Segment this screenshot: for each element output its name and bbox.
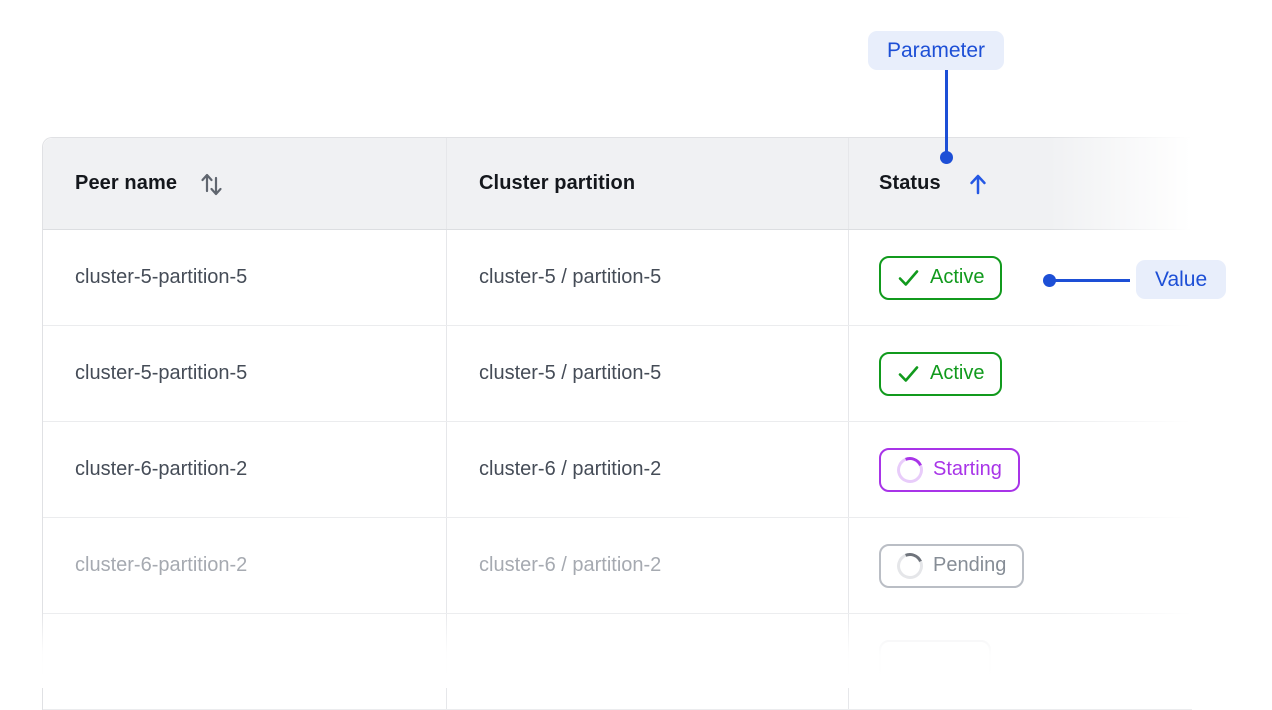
status-cell: Active	[849, 230, 1192, 325]
status-badge-ghost	[879, 639, 991, 684]
cluster-partition-header-label: Cluster partition	[479, 172, 636, 194]
parameter-connector-line	[945, 70, 948, 153]
peer-name-cell: cluster-6-partition-2	[43, 518, 447, 613]
status-cell: Starting	[849, 422, 1192, 517]
status-badge-starting: Starting	[879, 447, 1020, 492]
status-badge-active: Active	[879, 255, 1003, 300]
status-cell: Active	[849, 326, 1192, 421]
peer-name-cell	[43, 614, 447, 709]
table-row	[43, 614, 1192, 710]
check-icon	[897, 268, 920, 288]
peer-name-cell: cluster-6-partition-2	[43, 422, 447, 517]
status-cell	[849, 614, 1192, 709]
sort-updown-icon[interactable]	[199, 170, 224, 198]
parameter-connector-dot	[940, 151, 953, 164]
status-badge-label: Starting	[933, 458, 1002, 480]
column-header-cluster-partition[interactable]: Cluster partition	[447, 138, 849, 229]
status-badge-active: Active	[879, 351, 1003, 396]
status-badge-pending: Pending	[879, 543, 1025, 588]
parameter-annotation-pill: Parameter	[868, 31, 1005, 70]
status-header-label: Status	[879, 172, 941, 194]
cluster-partition-cell: cluster-6 / partition-2	[447, 422, 849, 517]
table-row[interactable]: cluster-5-partition-5 cluster-5 / partit…	[43, 230, 1192, 326]
table-row[interactable]: cluster-6-partition-2 cluster-6 / partit…	[43, 518, 1192, 614]
status-badge-label: Active	[930, 362, 985, 384]
peers-table: Peer name Cluster partition Status clust…	[42, 137, 1192, 710]
column-header-status[interactable]: Status	[849, 138, 1192, 229]
peer-name-header-label: Peer name	[75, 172, 178, 194]
check-icon	[897, 364, 920, 384]
cluster-partition-cell: cluster-5 / partition-5	[447, 230, 849, 325]
table-row[interactable]: cluster-5-partition-5 cluster-5 / partit…	[43, 326, 1192, 422]
status-cell: Pending	[849, 518, 1192, 613]
value-connector-line	[1049, 279, 1130, 282]
column-header-peer-name[interactable]: Peer name	[43, 138, 447, 229]
spinner-icon	[893, 452, 927, 487]
peer-name-cell: cluster-5-partition-5	[43, 326, 447, 421]
value-annotation-pill: Value	[1136, 260, 1227, 299]
cluster-partition-cell: cluster-6 / partition-2	[447, 518, 849, 613]
cluster-partition-cell	[447, 614, 849, 709]
spinner-icon	[893, 548, 927, 583]
sort-ascending-arrow-up-icon[interactable]	[967, 172, 989, 196]
status-badge-label: Active	[930, 266, 985, 288]
status-badge-label: Pending	[933, 554, 1007, 576]
cluster-partition-cell: cluster-5 / partition-5	[447, 326, 849, 421]
peer-name-cell: cluster-5-partition-5	[43, 230, 447, 325]
table-row[interactable]: cluster-6-partition-2 cluster-6 / partit…	[43, 422, 1192, 518]
table-header-row: Peer name Cluster partition Status	[43, 138, 1192, 230]
